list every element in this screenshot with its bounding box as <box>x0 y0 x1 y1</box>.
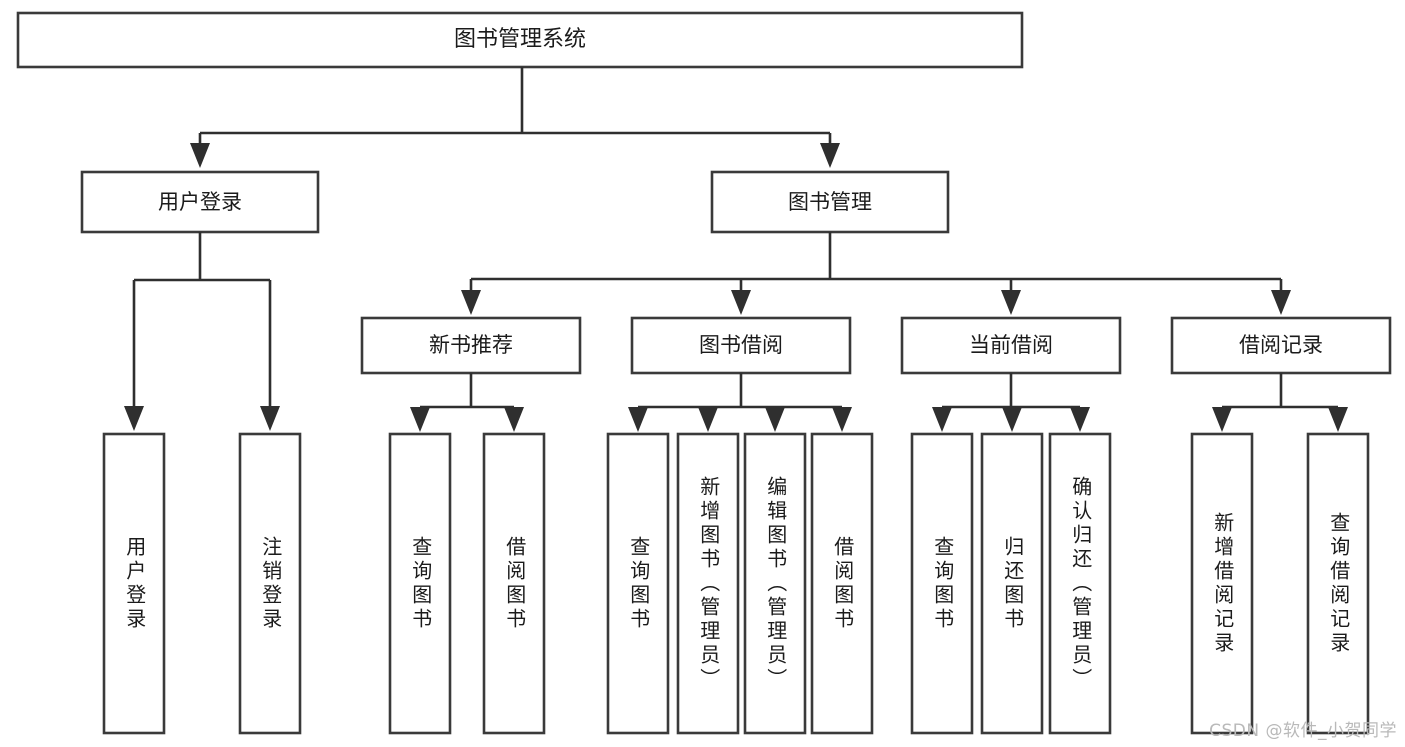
leaf-box-query-book-2[interactable] <box>606 432 670 735</box>
arrow-current-borrow-to-query-book <box>932 407 952 432</box>
leaf-box-edit-book[interactable] <box>743 432 807 735</box>
arrow-borrow-record-to-query-record <box>1328 407 1348 432</box>
leaf-box-borrow-book-2[interactable] <box>810 432 874 735</box>
edge-book-manage-to-level3 <box>469 232 1283 292</box>
arrow-new-book-recommend-to-borrow-book <box>504 407 524 432</box>
leaf-box-user-login[interactable] <box>102 432 166 735</box>
leaf-box-borrow-book-1[interactable] <box>482 432 546 735</box>
arrow-book-borrow-to-query-book <box>628 407 648 432</box>
edge-book-borrow-to-leaves <box>638 373 842 409</box>
arrow-book-manage-to-book-borrow <box>731 290 751 315</box>
leaf-box-confirm-return[interactable] <box>1048 432 1112 735</box>
edge-user-login-to-leaves <box>132 232 272 408</box>
leaf-box-query-record[interactable] <box>1306 432 1370 735</box>
node-box-book-manage[interactable] <box>710 170 950 234</box>
node-box-new-book-recommend[interactable] <box>360 316 582 375</box>
edge-borrow-record-to-leaves <box>1222 373 1338 409</box>
node-box-current-borrow[interactable] <box>900 316 1122 375</box>
arrow-user-login-to-leaf-user-login <box>124 406 144 431</box>
arrow-root-to-book-manage <box>820 143 840 168</box>
arrow-book-manage-to-current-borrow <box>1001 290 1021 315</box>
arrow-book-borrow-to-edit-book <box>765 407 785 432</box>
leaf-box-return-book[interactable] <box>980 432 1044 735</box>
arrow-book-borrow-to-add-book <box>698 407 718 432</box>
arrow-book-manage-to-new-book-recommend <box>461 290 481 315</box>
arrow-book-manage-to-borrow-record <box>1271 290 1291 315</box>
arrow-root-to-user-login <box>190 143 210 168</box>
arrow-new-book-recommend-to-query-book <box>410 407 430 432</box>
edge-current-borrow-to-leaves <box>942 373 1080 409</box>
edge-root-to-level2 <box>198 67 832 145</box>
node-box-user-login[interactable] <box>80 170 320 234</box>
arrow-user-login-to-leaf-logout <box>260 406 280 431</box>
node-box-book-borrow[interactable] <box>630 316 852 375</box>
arrow-borrow-record-to-add-record <box>1212 407 1232 432</box>
node-box-root[interactable] <box>16 11 1024 69</box>
leaf-box-query-book-1[interactable] <box>388 432 452 735</box>
arrow-book-borrow-to-borrow-book <box>832 407 852 432</box>
leaf-box-add-record[interactable] <box>1190 432 1254 735</box>
node-box-borrow-record[interactable] <box>1170 316 1392 375</box>
edge-new-book-recommend-to-leaves <box>420 373 514 409</box>
arrow-current-borrow-to-confirm-return <box>1070 407 1090 432</box>
leaf-box-query-book-3[interactable] <box>910 432 974 735</box>
watermark-text: CSDN @软件_小贺同学 <box>1209 721 1397 741</box>
arrow-current-borrow-to-return-book <box>1002 407 1022 432</box>
leaf-box-add-book[interactable] <box>676 432 740 735</box>
leaf-box-logout[interactable] <box>238 432 302 735</box>
